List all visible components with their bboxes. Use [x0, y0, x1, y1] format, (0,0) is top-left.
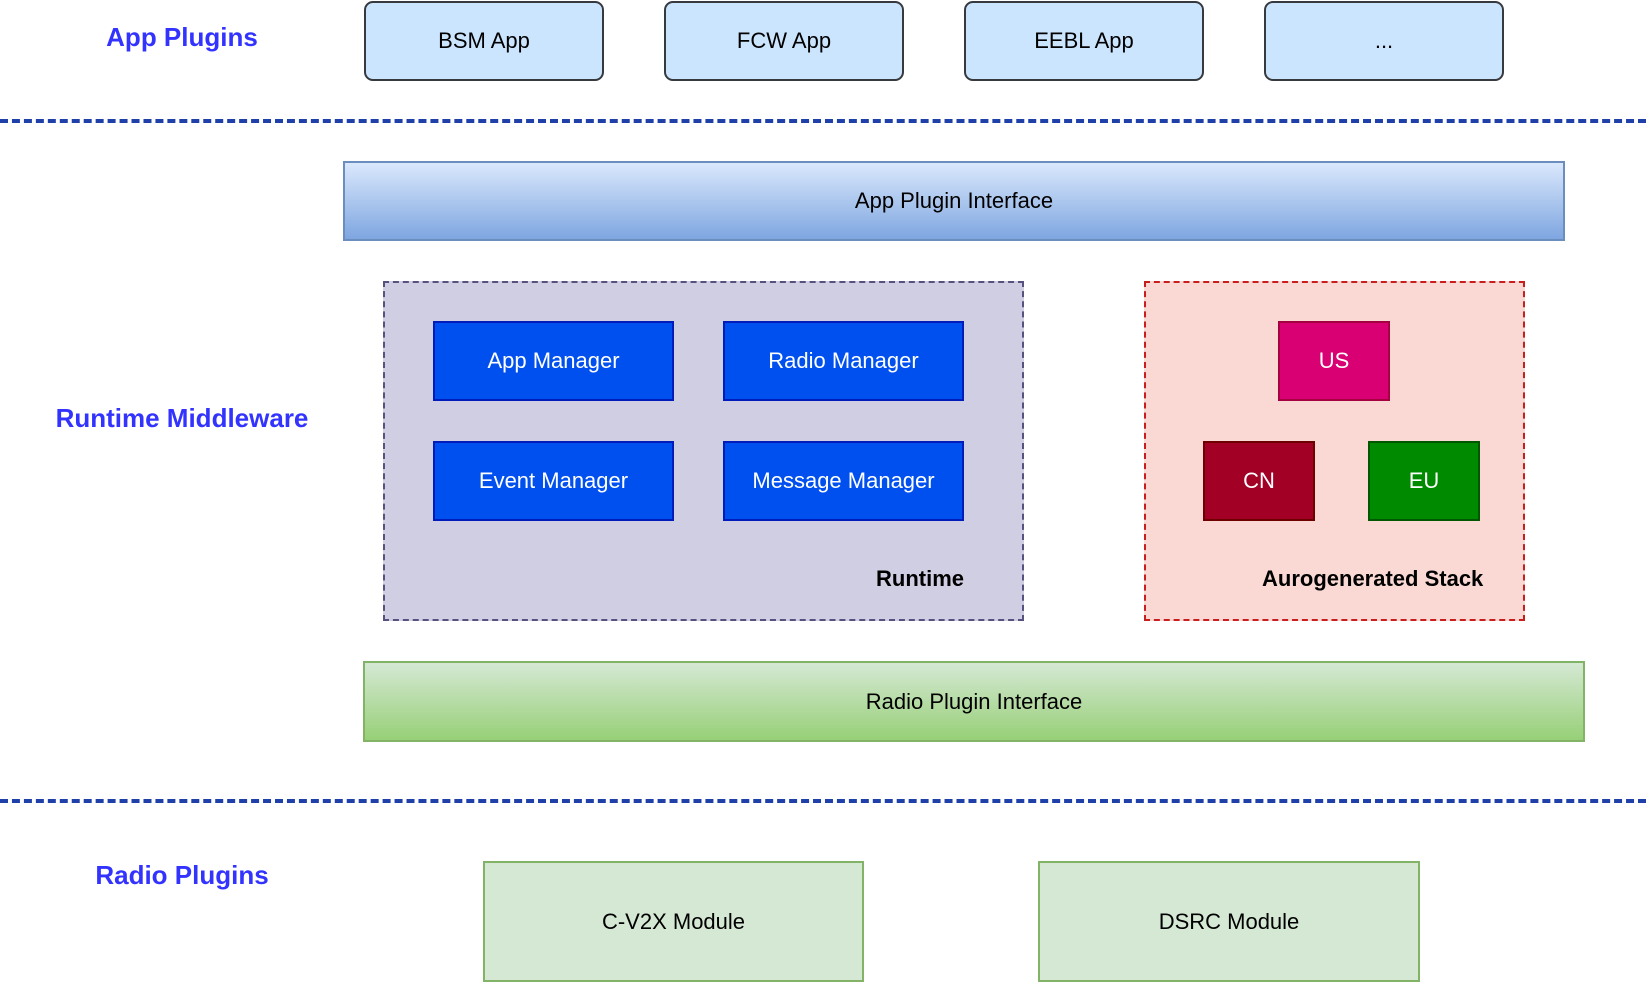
app-manager-box: App Manager	[433, 321, 674, 401]
app-plugin-interface-bar: App Plugin Interface	[343, 161, 1565, 241]
region-cn-box: CN	[1203, 441, 1315, 521]
aurogenerated-stack-caption: Aurogenerated Stack	[1262, 566, 1484, 591]
radio-manager-box: Radio Manager	[723, 321, 964, 401]
more-apps-box: ...	[1264, 1, 1504, 81]
divider-top	[0, 119, 1646, 123]
cv2x-module-box: C-V2X Module	[483, 861, 864, 982]
region-us-box: US	[1278, 321, 1390, 401]
layer-label-app-plugins: App Plugins	[106, 22, 258, 52]
radio-plugin-interface-bar: Radio Plugin Interface	[363, 661, 1585, 742]
dsrc-module-box: DSRC Module	[1038, 861, 1420, 982]
fcw-app-box: FCW App	[664, 1, 904, 81]
bsm-app-box: BSM App	[364, 1, 604, 81]
eebl-app-box: EEBL App	[964, 1, 1204, 81]
runtime-caption: Runtime	[876, 566, 964, 591]
layer-label-radio-plugins: Radio Plugins	[95, 860, 269, 890]
layer-label-runtime-middleware: Runtime Middleware	[55, 403, 309, 433]
message-manager-box: Message Manager	[723, 441, 964, 521]
region-eu-box: EU	[1368, 441, 1480, 521]
divider-bottom	[0, 799, 1646, 803]
event-manager-box: Event Manager	[433, 441, 674, 521]
